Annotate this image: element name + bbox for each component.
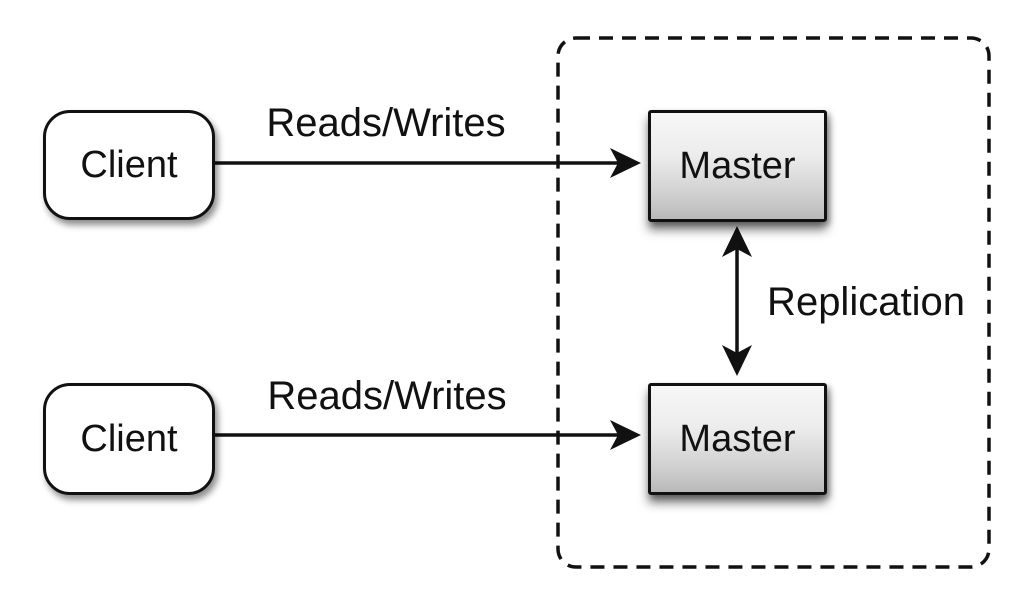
node-label: Master [679,145,796,187]
cluster-boundary [556,36,991,569]
reads-writes-arrow-bottom [215,420,641,450]
arrowhead-up-icon [722,226,752,257]
edge-label-reads-writes-bottom: Reads/Writes [267,374,507,418]
node-client-bottom: Client [43,383,215,495]
edge-label-replication: Replication [767,280,965,324]
arrowhead-right-icon [610,148,641,178]
node-master-top: Master [648,110,827,222]
node-label: Client [80,418,178,460]
node-label: Client [80,144,178,186]
node-client-top: Client [43,110,215,220]
reads-writes-arrow-top [215,148,641,178]
replication-arrow [722,226,752,376]
arrowhead-down-icon [722,345,752,376]
arrowhead-right-icon [610,420,641,450]
node-label: Master [679,418,796,460]
edge-label-reads-writes-top: Reads/Writes [266,101,506,145]
node-master-bottom: Master [648,383,827,495]
